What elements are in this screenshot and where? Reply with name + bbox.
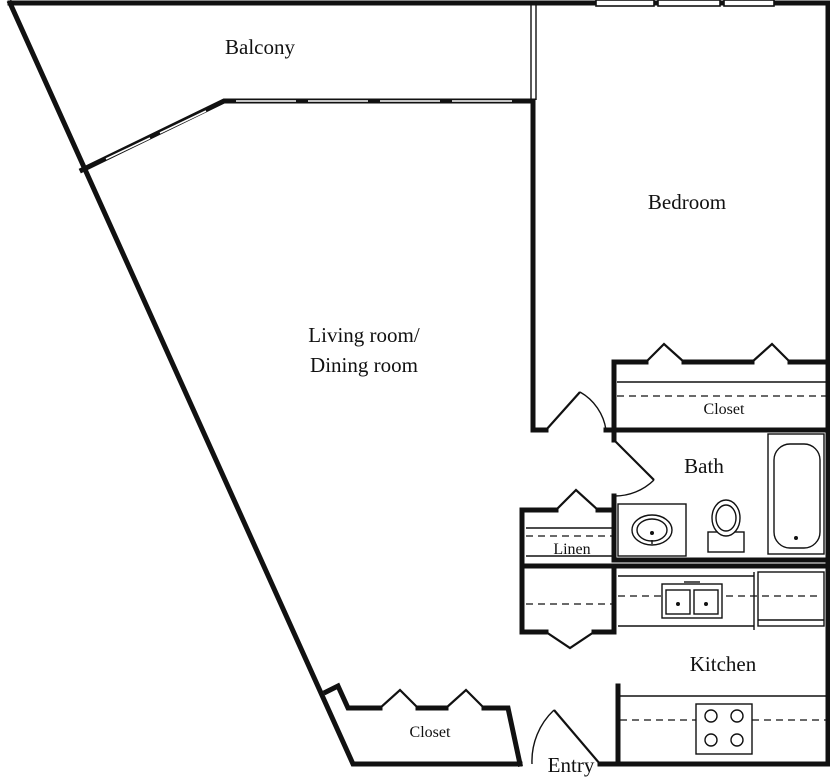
balcony-window-wall: [78, 98, 536, 174]
label-living-line2: Dining room: [310, 353, 418, 377]
bath-door: [613, 439, 655, 497]
bedroom-door: [545, 391, 607, 431]
bath-sink: [617, 503, 687, 557]
label-bath: Bath: [684, 454, 724, 478]
toilet: [707, 499, 745, 553]
refrigerator: [757, 571, 825, 627]
bathtub: [767, 433, 825, 555]
bedroom-closet: [617, 342, 828, 397]
label-entry: Entry: [548, 753, 595, 777]
label-bedroom: Bedroom: [648, 190, 726, 214]
bedroom-walls: [530, 98, 830, 433]
label-kitchen: Kitchen: [690, 652, 757, 676]
exterior-walls: [6, 0, 830, 767]
entry-closet-walls: [322, 682, 523, 767]
linen-closet: [526, 488, 612, 557]
entry-door: [531, 709, 601, 765]
label-balcony: Balcony: [225, 35, 295, 59]
bath-walls: [519, 427, 830, 635]
hall-pantry: [526, 603, 612, 650]
kitchen-counter-lower: [615, 683, 828, 767]
label-entry-closet: Closet: [410, 724, 451, 741]
label-linen: Linen: [553, 541, 590, 558]
kitchen-range: [695, 703, 753, 755]
kitchen-sink: [661, 581, 723, 619]
label-living-line1: Living room/: [308, 323, 420, 347]
windows: [530, 0, 775, 100]
label-bedroom-closet: Closet: [704, 401, 745, 418]
